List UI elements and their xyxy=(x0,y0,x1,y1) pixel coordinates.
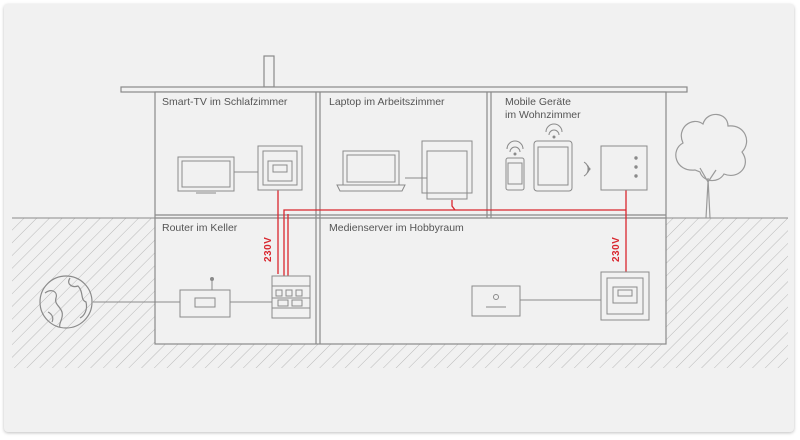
voltage-label-left: 230V xyxy=(263,236,274,262)
power-wiring xyxy=(277,190,627,276)
ground-hatch xyxy=(12,217,788,368)
powerline-socket-icon xyxy=(600,271,650,321)
tree-icon xyxy=(675,113,748,219)
room-label-office: Laptop im Arbeitszimmer xyxy=(329,96,445,108)
room-label-cellar: Router im Keller xyxy=(162,222,238,234)
media-server-icon xyxy=(471,285,521,317)
powerline-adapter-icon xyxy=(421,140,473,200)
voltage-label-right: 230V xyxy=(611,236,622,262)
data-cables xyxy=(93,171,601,303)
router-icon xyxy=(179,277,231,318)
tablet-icon xyxy=(533,140,573,192)
room-label-living: Mobile Geräte im Wohnzimmer xyxy=(505,96,581,121)
tv-icon xyxy=(177,156,235,194)
room-label-hobby: Medienserver im Hobbyraum xyxy=(329,222,464,234)
powerline-socket-bedroom-icon xyxy=(257,145,303,191)
wifi-icon xyxy=(506,123,591,177)
globe-icon xyxy=(39,275,93,329)
room-label-bedroom: Smart-TV im Schlafzimmer xyxy=(162,96,288,108)
laptop-icon xyxy=(336,150,406,192)
fuse-box-icon xyxy=(271,275,311,319)
wifi-powerline-adapter-icon xyxy=(600,145,648,191)
smartphone-icon xyxy=(505,157,525,191)
